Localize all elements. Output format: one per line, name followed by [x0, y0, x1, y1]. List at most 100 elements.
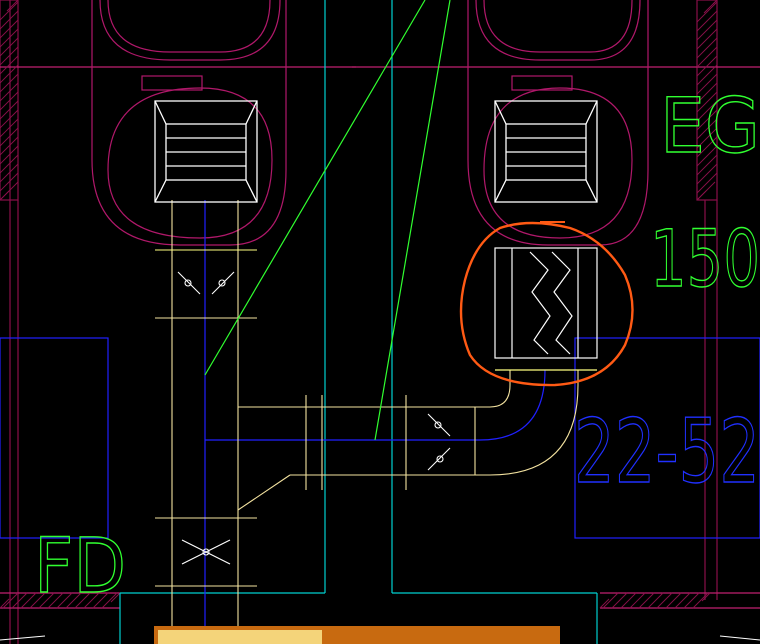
hatch-line — [696, 172, 718, 194]
hatch-line — [110, 592, 121, 603]
hatch-line — [0, 82, 19, 102]
hatch-line — [0, 1, 19, 21]
hatch-line — [696, 82, 718, 104]
hatch-line — [0, 163, 19, 183]
hatch-line — [683, 592, 700, 609]
hatch-line — [599, 598, 610, 609]
hatch-line — [611, 592, 628, 609]
ductwork — [155, 200, 579, 644]
equipment-unit — [0, 626, 760, 644]
hatch-line — [696, 100, 718, 122]
hatch-line — [696, 10, 718, 32]
hatch-line — [0, 172, 19, 192]
hatch-line — [47, 592, 64, 609]
hatch-line — [0, 100, 19, 120]
drawing-annotations: EG 150 22-52 FD — [33, 80, 760, 610]
hatch-line — [696, 163, 718, 185]
dampers — [177, 271, 451, 565]
air-grilles — [154, 100, 598, 203]
toilet-left — [91, 0, 287, 246]
hatch-line — [2, 592, 19, 609]
plumbing-fixtures — [91, 0, 649, 246]
hatch-line — [15, 0, 19, 3]
hatch-line — [696, 64, 718, 86]
hatch-line — [83, 592, 100, 609]
hatch-line — [674, 592, 691, 609]
hatch-line — [665, 592, 682, 609]
hatch-line — [696, 91, 718, 113]
hatch-line — [0, 46, 19, 66]
hatch-line — [101, 592, 118, 609]
hatch-line — [0, 598, 10, 609]
flex-connector[interactable] — [494, 221, 598, 371]
equipment-face — [158, 630, 322, 644]
damper-icon[interactable] — [181, 539, 231, 565]
hatch-line — [0, 91, 19, 111]
hatch-line — [696, 46, 718, 68]
hatch-line — [696, 37, 718, 59]
hatch-line — [0, 19, 19, 39]
hatch-line — [696, 1, 718, 23]
hatch-line — [74, 592, 91, 609]
tag-fd: FD — [34, 521, 126, 610]
damper-icon[interactable] — [427, 413, 451, 471]
hatch-line — [0, 118, 19, 138]
hatch-line — [20, 592, 37, 609]
hatch-line — [629, 592, 646, 609]
equipment-wedge — [326, 626, 560, 644]
hatch-line — [696, 136, 718, 158]
hatch-line — [692, 592, 709, 609]
hatch-line — [0, 28, 19, 48]
hatch-line — [0, 154, 19, 174]
hatch-line — [701, 592, 711, 602]
hatch-line — [0, 109, 19, 129]
tag-150: 150 — [650, 215, 760, 305]
grille-icon[interactable] — [154, 100, 258, 203]
annotation-lines — [204, 0, 451, 441]
hatch-line — [65, 592, 82, 609]
hatch-line — [696, 127, 718, 149]
toilet-right — [467, 0, 649, 246]
tag-22-52: 22-52 — [574, 400, 760, 503]
left-wall — [0, 0, 19, 201]
right-wall — [696, 0, 718, 201]
hatch-line — [696, 109, 718, 131]
hatch-line — [696, 55, 718, 77]
hatch-line — [0, 136, 19, 156]
tag-eg: EG — [660, 81, 760, 170]
hatch-line — [638, 592, 655, 609]
grille-icon[interactable] — [494, 100, 598, 203]
hatch-line — [656, 592, 673, 609]
hatch-line — [0, 64, 19, 84]
hatch-line — [38, 592, 55, 609]
hatch-line — [11, 592, 28, 609]
hatch-line — [696, 181, 716, 201]
hatch-line — [0, 145, 19, 165]
hatch-line — [712, 0, 718, 5]
wall-hatches — [0, 0, 718, 609]
hatch-line — [696, 118, 718, 140]
hatch-line — [29, 592, 46, 609]
hatch-line — [0, 127, 19, 147]
zigzag-icon — [551, 251, 573, 355]
hatch-line — [696, 145, 718, 167]
hatch-line — [696, 154, 718, 176]
hatch-line — [0, 55, 19, 75]
zigzag-icon — [529, 251, 551, 355]
hatch-line — [696, 28, 718, 50]
hatch-line — [696, 73, 718, 95]
hatch-line — [696, 19, 718, 41]
hatch-line — [0, 37, 19, 57]
hatch-line — [0, 181, 19, 201]
hatch-line — [0, 10, 19, 30]
hatch-line — [92, 592, 109, 609]
hatch-line — [647, 592, 664, 609]
hatch-line — [602, 592, 619, 609]
damper-icon[interactable] — [177, 271, 235, 295]
hatch-line — [620, 592, 637, 609]
review-highlight-cloud — [459, 221, 634, 387]
structural-shaft — [119, 0, 598, 644]
hatch-line — [0, 73, 19, 93]
